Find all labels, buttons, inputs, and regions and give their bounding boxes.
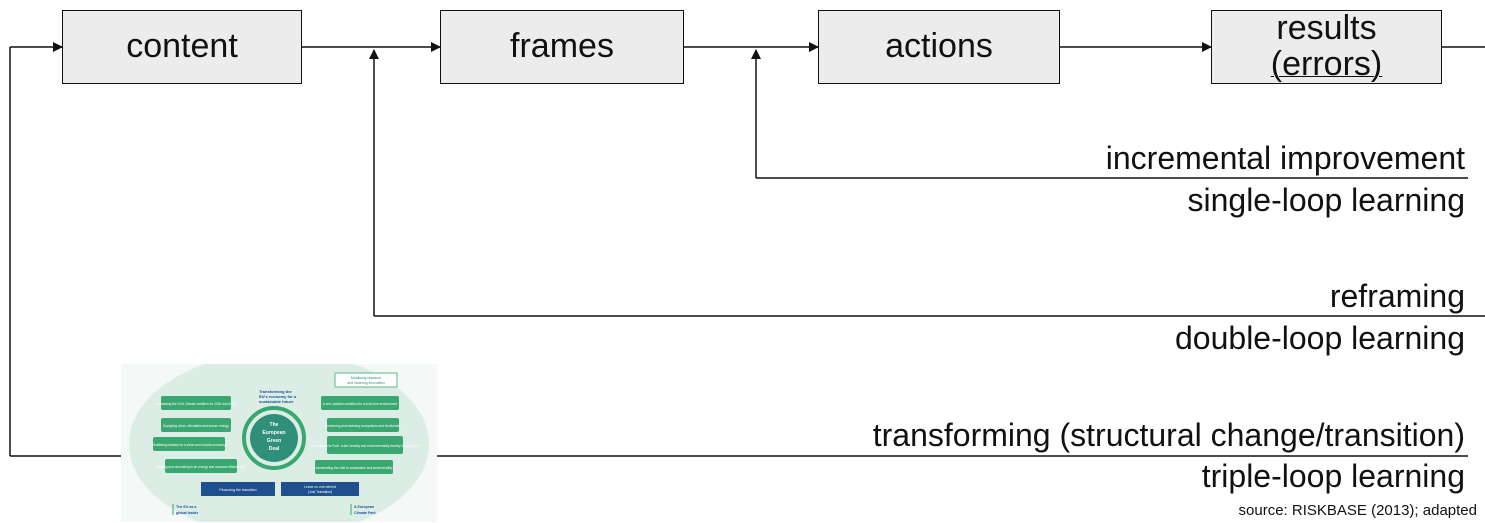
results-box-sublabel: (errors): [1270, 45, 1383, 83]
bottom-left-button: Financing the transition: [219, 488, 256, 492]
results-box-label: results: [1276, 9, 1377, 48]
single-loop-upper-label: incremental improvement: [1105, 140, 1465, 176]
left-item-1: Increasing the EU's Climate ambition for…: [157, 402, 236, 406]
footer-right-1: A European: [354, 505, 374, 509]
green-deal-infographic-graphic: The European Green Deal Transforming the…: [129, 364, 429, 522]
bottom-right-button-2: (Just Transition): [308, 490, 332, 494]
center-text-1: The: [270, 422, 279, 428]
left-item-4: Building and renovating in an energy and…: [156, 465, 246, 469]
content-box-label: content: [126, 27, 238, 66]
source-caption: source: RISKBASE (2013); adapted: [1238, 502, 1477, 519]
bottom-right-button-1: Leave no one behind: [304, 485, 336, 489]
top-right-box-2: and fostering innovation: [347, 381, 384, 385]
double-loop-lower-label: double-loop learning: [1175, 320, 1465, 356]
right-item-1: A zero pollution ambition for a toxic-fr…: [323, 402, 398, 406]
triple-loop-upper-label: transforming (structural change/transiti…: [872, 417, 1465, 453]
top-title-3: sustainable future: [259, 399, 294, 404]
frames-box: frames: [440, 10, 684, 84]
center-text-2: European: [262, 430, 285, 436]
triple-loop-lower-label: triple-loop learning: [1201, 458, 1465, 494]
actions-box: actions: [818, 10, 1060, 84]
actions-box-label: actions: [885, 27, 993, 66]
frames-box-label: frames: [510, 27, 614, 66]
left-item-2: Supplying clean, affordable and secure e…: [163, 424, 229, 428]
top-title-1: Transforming the: [259, 389, 292, 394]
left-item-3: Mobilising industry for a clean and circ…: [152, 443, 226, 447]
results-box: results (errors): [1211, 10, 1442, 84]
footer-right-2: Climate Pact: [354, 511, 376, 515]
right-item-3: From 'Farm to Fork': a fair, healthy and…: [311, 444, 418, 448]
right-item-2: Preserving and restoring ecosystems and …: [325, 424, 401, 428]
center-text-3: Green: [267, 438, 281, 444]
content-box: content: [62, 10, 302, 84]
right-item-4: Accelerating the shift to sustainable an…: [316, 466, 393, 470]
double-loop-upper-label: reframing: [1329, 278, 1465, 314]
top-right-box-1: Mobilising research: [351, 376, 381, 380]
center-text-4: Deal: [269, 446, 280, 452]
footer-left-2: global leader: [176, 511, 199, 515]
single-loop-lower-label: single-loop learning: [1187, 182, 1465, 218]
top-title-2: EU's economy for a: [259, 394, 297, 399]
green-deal-infographic: The European Green Deal Transforming the…: [121, 364, 437, 522]
footer-left-1: The EU as a: [176, 505, 197, 509]
